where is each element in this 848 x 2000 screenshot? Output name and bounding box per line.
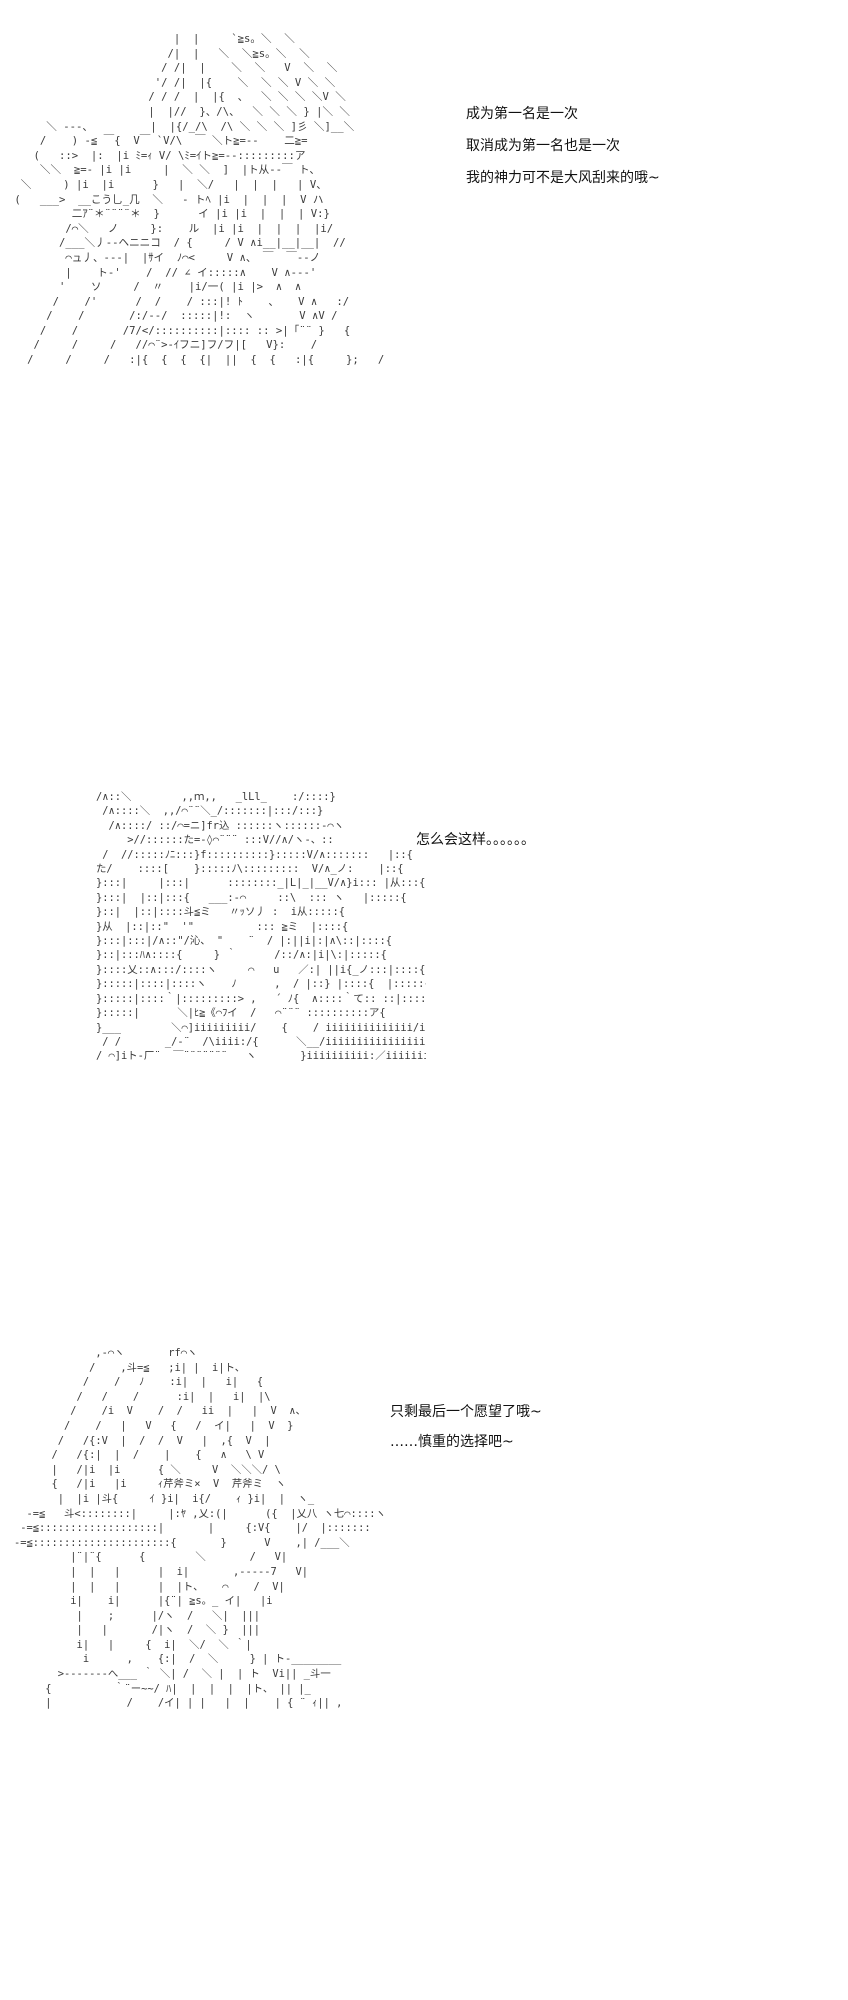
aa-panel-2: /∧::＼ ,,ｍ,, _lLl_ :/::::} /∧::::＼ ,,/⌒¨¨… — [0, 790, 848, 1090]
dialogue-block-1: 成为第一名是一次 取消成为第一名也是一次 我的神力可不是大风刮来的哦~ — [466, 104, 660, 200]
dialogue-line: 我的神力可不是大风刮来的哦~ — [466, 170, 660, 186]
dialogue-line: 怎么会这样。。。。。。 — [416, 832, 535, 848]
dialogue-line: 取消成为第一名也是一次 — [466, 138, 620, 154]
dialogue-line: 成为第一名是一次 — [466, 106, 578, 122]
dialogue-block-3: 只剩最后一个愿望了哦~ ……慎重的选择吧~ — [390, 1402, 542, 1462]
dialogue-line: ……慎重的选择吧~ — [390, 1434, 514, 1450]
dialogue-line: 只剩最后一个愿望了哦~ — [390, 1404, 542, 1420]
ascii-art-goddess-pointing: | | `≧s。＼ ＼ /| | ＼ ＼≧s。＼ ＼ / /| | ＼ ＼ V … — [14, 33, 385, 367]
aa-panel-1: | | `≧s。＼ ＼ /| | ＼ ＼≧s。＼ ＼ / /| | ＼ ＼ V … — [0, 0, 848, 440]
dialogue-block-2: 怎么会这样。。。。。。 — [416, 830, 535, 850]
ascii-art-goddess-standing: ,-⌒ヽ rf⌒ヽ / ,斗=≦ ;i| | i|ト、 / / ﾉ :i| | … — [14, 1347, 386, 1710]
aa-panel-3: ,-⌒ヽ rf⌒ヽ / ,斗=≦ ;i| | i|ト、 / / ﾉ :i| | … — [0, 1340, 848, 1780]
ascii-art-despairing-face: /∧::＼ ,,ｍ,, _lLl_ :/::::} /∧::::＼ ,,/⌒¨¨… — [96, 791, 426, 1063]
